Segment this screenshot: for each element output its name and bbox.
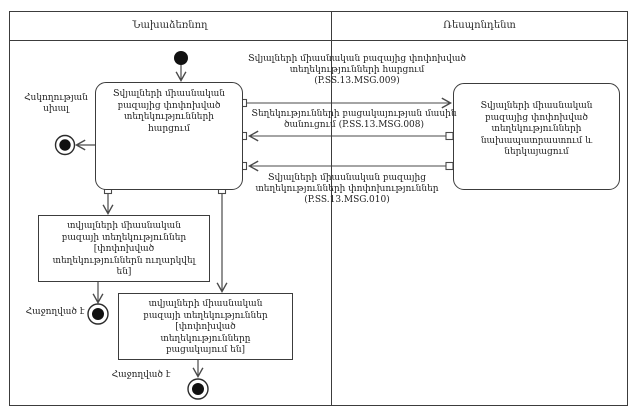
msg010-label: Տվյալների միասնական բազայից տեղեկություն… <box>255 173 439 205</box>
lane-divider <box>331 11 332 406</box>
object-node-absent: տվյալների միասնական բազայի տեղեկությունն… <box>118 293 293 360</box>
msg008-label: Տեղեկությունների բացակայության մասին ծան… <box>251 109 457 130</box>
lane-title-initiator: Նախաձեռնող <box>132 20 208 31</box>
control-error-label: Հսկողության սխալ <box>24 93 88 114</box>
activity-prepare: Տվյալների միասնական բազայից փոփոխված տեղ… <box>453 83 620 190</box>
msg009-label: Տվյալների միասնական բազայից փոփոխված տեղ… <box>248 54 466 86</box>
object-node-sent: տվյալների միասնական բազայի տեղեկությունն… <box>38 215 210 282</box>
diagram-frame <box>9 11 628 406</box>
activity-request: Տվյալների միասնական բազայից փոփոխված տեղ… <box>95 82 243 190</box>
success-label-top: Հաջողված է <box>25 307 85 317</box>
lane-title-respondent: Ռեսպոնդենտ <box>443 20 516 31</box>
success-label-bottom: Հաջողված է <box>111 370 171 380</box>
header-separator <box>9 40 628 41</box>
